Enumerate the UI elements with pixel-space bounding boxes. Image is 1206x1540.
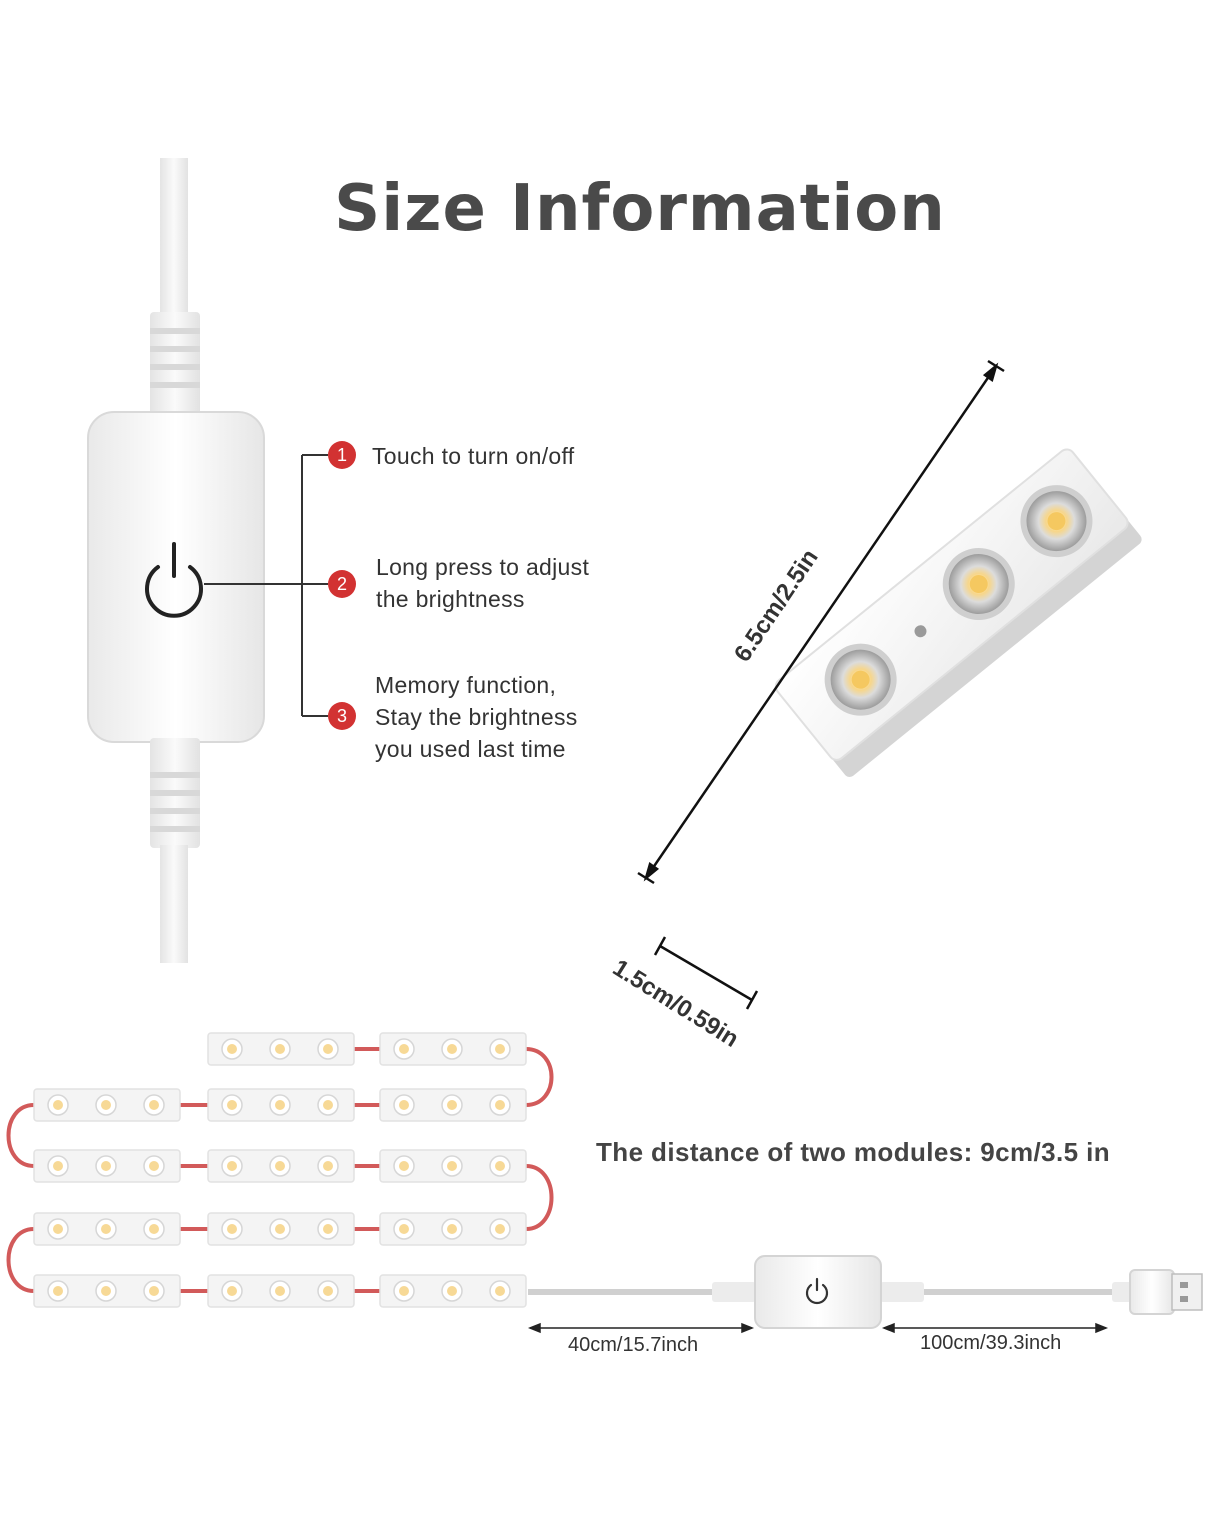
feature-line: Memory function, (375, 672, 557, 698)
led-light (227, 1044, 237, 1054)
feature-badge-1: 1 (328, 441, 356, 469)
feature-badge-3: 3 (328, 702, 356, 730)
cable-dimension-lines (527, 1322, 1109, 1334)
module-distance-note: The distance of two modules: 9cm/3.5 in (596, 1137, 1111, 1167)
led-light (495, 1044, 505, 1054)
led-light (227, 1286, 237, 1296)
led-light (399, 1161, 409, 1171)
feature-line: you used last time (375, 736, 566, 762)
power-icon (805, 1277, 829, 1305)
led-light (495, 1286, 505, 1296)
led-light (149, 1161, 159, 1171)
upper-strain-relief (150, 312, 200, 416)
led-lens-2 (942, 548, 1015, 621)
led-light (275, 1286, 285, 1296)
feature-text-2: Long press to adjust the brightness (376, 551, 589, 615)
led-light (149, 1286, 159, 1296)
led-light (447, 1286, 457, 1296)
width-dimension-arrow (653, 936, 759, 1010)
feature-line: Long press to adjust (376, 554, 590, 580)
led-light (101, 1286, 111, 1296)
callout-bracket (204, 454, 328, 717)
led-light (149, 1224, 159, 1234)
bottom-controller (712, 1255, 924, 1329)
led-light (495, 1100, 505, 1110)
led-light (447, 1044, 457, 1054)
led-light (323, 1044, 333, 1054)
feature-text-1: Touch to turn on/off (372, 440, 575, 472)
led-light (227, 1100, 237, 1110)
bottom-controller-assembly (528, 1255, 1203, 1329)
led-light (53, 1286, 63, 1296)
strip-to-switch-length: 40cm/15.7inch (568, 1334, 699, 1356)
led-light (275, 1161, 285, 1171)
feature-line: Touch to turn on/off (372, 443, 575, 469)
power-icon (145, 542, 203, 618)
strip-wire-loop (525, 1164, 554, 1231)
led-module-closeup (774, 448, 1142, 777)
switch-to-usb-length: 100cm/39.3inch (920, 1332, 1062, 1354)
led-strip-array (6, 1032, 554, 1308)
led-light (399, 1044, 409, 1054)
led-light (495, 1161, 505, 1171)
usb-plug-icon (1112, 1269, 1203, 1315)
upper-cable (160, 158, 188, 318)
led-light (53, 1100, 63, 1110)
lower-strain-relief (150, 738, 200, 848)
feature-line: the brightness (376, 586, 525, 612)
led-light (447, 1161, 457, 1171)
led-light (149, 1100, 159, 1110)
led-light (227, 1161, 237, 1171)
led-light (53, 1161, 63, 1171)
led-light (275, 1044, 285, 1054)
led-light (323, 1224, 333, 1234)
led-light (227, 1224, 237, 1234)
led-light (275, 1224, 285, 1234)
led-light (399, 1100, 409, 1110)
strip-wire-loop (6, 1227, 35, 1293)
led-light (447, 1100, 457, 1110)
led-light (399, 1286, 409, 1296)
led-light (275, 1100, 285, 1110)
led-lens-3 (1020, 485, 1093, 558)
lower-cable (160, 845, 188, 963)
led-light (399, 1224, 409, 1234)
led-light (101, 1224, 111, 1234)
led-lens-1 (824, 643, 897, 716)
touch-controller (87, 158, 265, 963)
strip-wire-loop (525, 1047, 554, 1107)
sensor-dot (914, 625, 927, 638)
feature-badge-2: 2 (328, 570, 356, 598)
length-dimension-arrow (637, 359, 1005, 885)
strip-wire-loop (6, 1103, 35, 1168)
led-light (495, 1224, 505, 1234)
led-light (323, 1100, 333, 1110)
feature-text-3: Memory function, Stay the brightness you… (375, 669, 578, 765)
led-light (323, 1286, 333, 1296)
feature-line: Stay the brightness (375, 704, 578, 730)
led-light (447, 1224, 457, 1234)
led-light (101, 1100, 111, 1110)
controller-body (87, 411, 265, 743)
page-title: Size Information (334, 172, 946, 246)
led-light (53, 1224, 63, 1234)
led-light (323, 1161, 333, 1171)
led-light (101, 1161, 111, 1171)
